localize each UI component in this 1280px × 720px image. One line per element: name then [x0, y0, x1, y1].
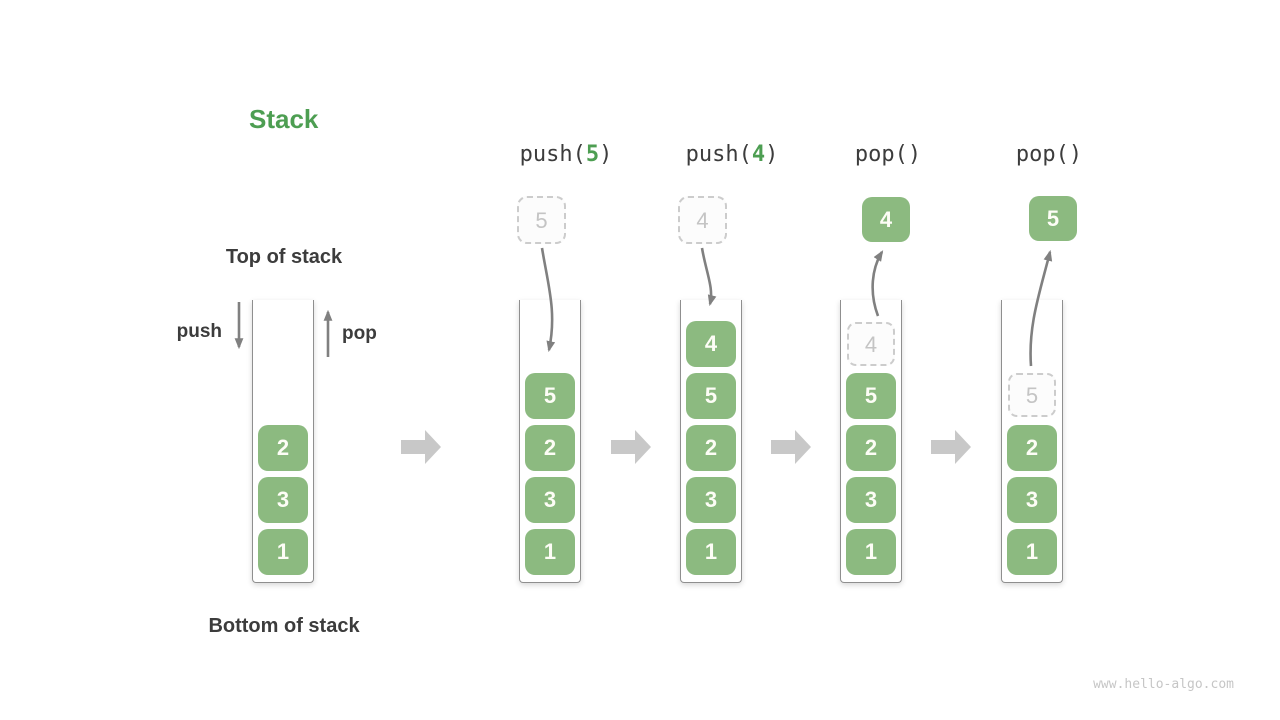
- stack-cell: 1: [525, 529, 575, 575]
- operation-label-pop-2: pop(): [969, 142, 1129, 167]
- transition-arrow-icon: [611, 430, 651, 464]
- op-prefix: pop(): [1015, 142, 1083, 167]
- stack-cell: 5: [686, 373, 736, 419]
- stack-cell: 3: [686, 477, 736, 523]
- op-argument: 5: [585, 142, 600, 167]
- pop-label: pop: [342, 323, 377, 344]
- op-suffix: ): [765, 142, 779, 167]
- stack-cell: 2: [846, 425, 896, 471]
- stack-cell: 1: [1007, 529, 1057, 575]
- popped-value-box: 5: [1029, 196, 1077, 241]
- transition-arrow-icon: [771, 430, 811, 464]
- stack-cell: 1: [846, 529, 896, 575]
- transition-arrow-icon: [401, 430, 441, 464]
- removed-cell-ghost: 4: [847, 322, 895, 366]
- push-label: push: [176, 321, 222, 342]
- op-prefix: pop(): [854, 142, 922, 167]
- stack-cell: 2: [686, 425, 736, 471]
- op-suffix: ): [599, 142, 613, 167]
- stack-cell: 3: [846, 477, 896, 523]
- popped-value-box: 4: [862, 197, 910, 242]
- stack-cell: 5: [846, 373, 896, 419]
- op-prefix: push(: [685, 142, 752, 167]
- stack-cell: 2: [258, 425, 308, 471]
- incoming-value-box: 4: [678, 196, 727, 244]
- top-of-stack-label: Top of stack: [225, 246, 343, 268]
- stack-cell: 3: [258, 477, 308, 523]
- stack-cell: 2: [1007, 425, 1057, 471]
- push-4-motion-arrow: [700, 247, 717, 307]
- stack-cell: 3: [1007, 477, 1057, 523]
- diagram-title: Stack: [249, 104, 319, 134]
- stack-cell: 1: [686, 529, 736, 575]
- stack-cell: 2: [525, 425, 575, 471]
- stack-cell: 1: [258, 529, 308, 575]
- removed-cell-ghost: 5: [1008, 373, 1056, 417]
- bottom-of-stack-label: Bottom of stack: [208, 615, 360, 637]
- operation-label-push-5: push(5): [486, 142, 646, 167]
- incoming-value-box: 5: [517, 196, 566, 244]
- stack-cell: 3: [525, 477, 575, 523]
- watermark: www.hello-algo.com: [1093, 677, 1234, 692]
- op-argument: 4: [751, 142, 766, 167]
- operation-label-pop-1: pop(): [808, 142, 968, 167]
- transition-arrow-icon: [931, 430, 971, 464]
- operation-label-push-4: push(4): [652, 142, 812, 167]
- stack-cell: 5: [525, 373, 575, 419]
- op-prefix: push(: [519, 142, 586, 167]
- stack-cell: 4: [686, 321, 736, 367]
